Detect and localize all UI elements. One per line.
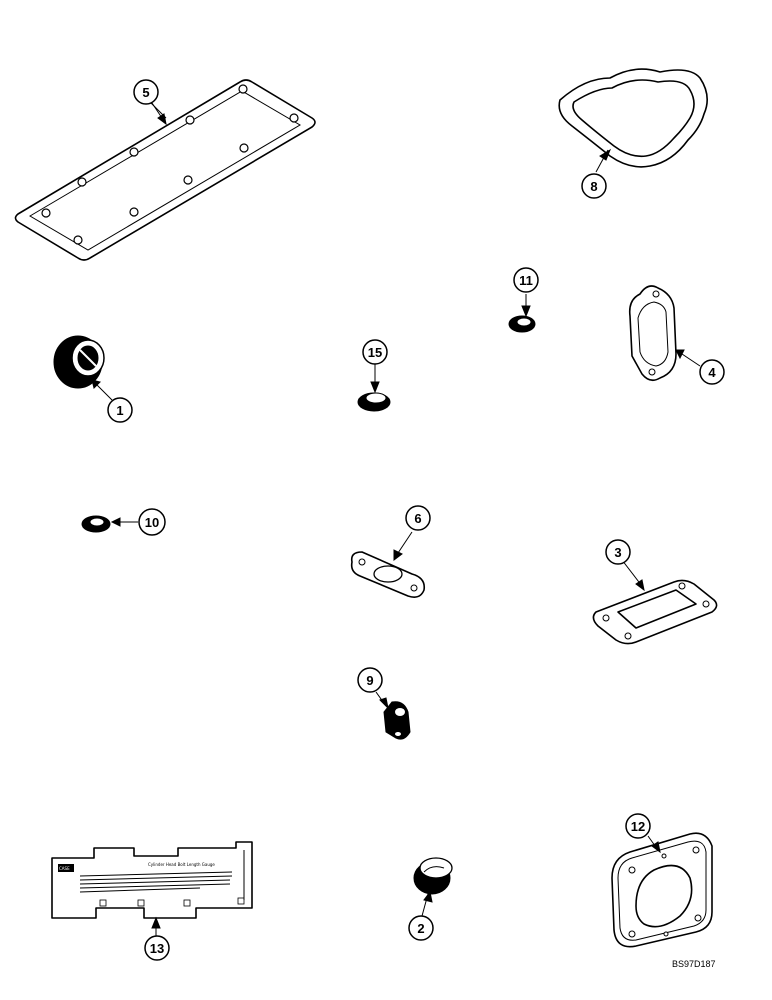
callout-2: 2 <box>408 890 434 941</box>
part-2-cup-plug <box>413 857 453 917</box>
callout-11: 11 <box>513 267 539 318</box>
callout-label-1: 1 <box>116 403 123 418</box>
callout-3: 3 <box>605 539 645 592</box>
part-9-clip <box>375 691 411 740</box>
callout-label-11: 11 <box>519 273 533 288</box>
gauge-brand-text: CASE <box>59 866 70 871</box>
gauge-title-text: Cylinder Head Bolt Length Gauge <box>148 862 215 867</box>
part-13-bolt-length-gauge: CASE Cylinder Head Bolt Length Gauge <box>51 841 253 936</box>
callout-label-3: 3 <box>614 545 621 560</box>
callout-9: 9 <box>357 667 389 710</box>
callout-label-9: 9 <box>366 673 373 688</box>
part-12-exhaust-plate-gasket <box>611 832 713 948</box>
callout-label-2: 2 <box>417 921 424 936</box>
callout-label-15: 15 <box>368 345 382 360</box>
callout-5: 5 <box>133 79 167 126</box>
part-4-manifold-gasket <box>628 285 701 382</box>
callout-label-10: 10 <box>145 515 159 530</box>
part-15-cap-plug <box>357 364 391 412</box>
part-8-valve-cover-gasket <box>558 68 708 173</box>
callout-4: 4 <box>675 349 725 385</box>
callout-label-12: 12 <box>631 819 645 834</box>
callout-label-4: 4 <box>708 365 716 380</box>
part-6-flange-gasket <box>350 531 426 598</box>
callout-12: 12 <box>625 813 661 854</box>
callout-label-13: 13 <box>150 941 164 956</box>
callout-label-6: 6 <box>414 511 421 526</box>
callout-6: 6 <box>393 505 431 561</box>
callout-15: 15 <box>362 339 388 394</box>
callout-label-5: 5 <box>142 85 149 100</box>
part-10-washer <box>81 515 138 533</box>
part-3-exhaust-gasket <box>592 559 718 645</box>
callout-label-8: 8 <box>590 179 597 194</box>
callout-1: 1 <box>91 379 133 423</box>
part-5-rocker-cover-gasket <box>14 79 316 261</box>
callout-8: 8 <box>581 148 612 199</box>
part-1-expansion-plug <box>53 335 113 401</box>
figure-code: BS97D187 <box>672 959 716 969</box>
callout-10: 10 <box>138 508 166 536</box>
callout-13: 13 <box>144 916 170 961</box>
part-11-seal-ring <box>508 294 536 333</box>
